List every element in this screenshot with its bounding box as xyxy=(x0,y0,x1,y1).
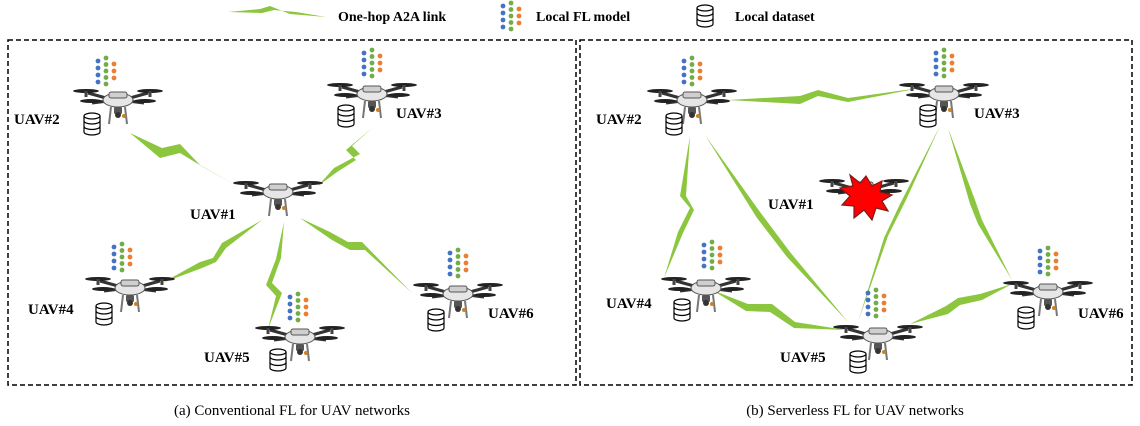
model-icon xyxy=(933,47,955,79)
drone-icon xyxy=(253,324,347,363)
uav-node-2: UAV#2 xyxy=(14,55,165,136)
uav-label: UAV#1 xyxy=(190,207,236,223)
panel-b-caption: (b) Serverless FL for UAV networks xyxy=(746,403,964,419)
model-icon xyxy=(701,239,723,271)
uav-node-4: UAV#4 xyxy=(28,241,177,326)
panel-a-links xyxy=(130,128,412,329)
drone-icon xyxy=(645,87,739,126)
dataset-icon xyxy=(919,104,937,128)
dataset-icon xyxy=(673,298,691,322)
uav-label: UAV#3 xyxy=(396,106,442,122)
panel-a-caption: (a) Conventional FL for UAV networks xyxy=(174,403,410,419)
link-uav5-uav6 xyxy=(910,284,1012,324)
uav-label: UAV#6 xyxy=(488,306,534,322)
model-icon xyxy=(111,241,133,273)
link-uav6-uav1 xyxy=(300,218,412,293)
link-uav4-uav5 xyxy=(712,290,846,330)
uav-label: UAV#5 xyxy=(780,350,826,366)
panel-b-links xyxy=(664,88,1012,330)
uav-label: UAV#4 xyxy=(28,302,74,318)
uav-node-5: UAV#5 xyxy=(780,287,925,374)
link-uav4-uav1 xyxy=(162,220,262,283)
legend-dataset-icon xyxy=(696,4,714,28)
panel-b: UAV#1 UAV#2 UAV#3 UAV#4 UAV#5 xyxy=(579,39,1133,419)
dataset-icon xyxy=(83,112,101,136)
panel-a: UAV#1 UAV#2 UAV#3 UAV#4 UAV#5 xyxy=(7,39,577,419)
dataset-icon xyxy=(269,348,287,372)
failure-burst-icon xyxy=(838,173,894,222)
model-icon xyxy=(1037,245,1059,277)
uav-node-5: UAV#5 xyxy=(204,291,347,372)
link-uav2-uav4 xyxy=(664,136,694,278)
uav-label: UAV#1 xyxy=(768,197,814,213)
uav-label: UAV#2 xyxy=(596,112,642,128)
legend: One-hop A2A link Local FL model Local da… xyxy=(228,0,815,32)
link-uav5-uav1 xyxy=(266,222,284,329)
uav-node-6: UAV#6 xyxy=(411,247,534,332)
legend-link-icon xyxy=(228,6,326,17)
legend-model-icon xyxy=(500,0,522,32)
dataset-icon xyxy=(337,104,355,128)
uav-node-1: UAV#1 xyxy=(190,179,325,223)
link-uav3-uav1 xyxy=(318,128,372,186)
model-icon xyxy=(361,47,383,79)
uav-label: UAV#5 xyxy=(204,350,250,366)
uav-node-4: UAV#4 xyxy=(606,239,753,322)
drone-icon xyxy=(831,323,925,362)
uav-node-3: UAV#3 xyxy=(325,47,442,128)
link-uav2-uav1 xyxy=(130,133,237,186)
uav-label: UAV#6 xyxy=(1078,306,1124,322)
legend-link-label: One-hop A2A link xyxy=(338,10,446,25)
panel-a-frame xyxy=(7,39,577,386)
dataset-icon xyxy=(1017,306,1035,330)
uav-node-3: UAV#3 xyxy=(897,47,1020,128)
uav-label: UAV#3 xyxy=(974,106,1020,122)
legend-model-label: Local FL model xyxy=(536,10,630,25)
drone-icon xyxy=(231,179,325,218)
dataset-icon xyxy=(95,302,113,326)
model-icon xyxy=(681,55,703,87)
dataset-icon xyxy=(427,308,445,332)
uav-node-2: UAV#2 xyxy=(596,55,739,136)
model-icon xyxy=(865,287,887,319)
panel-b-frame xyxy=(579,39,1133,386)
uav-node-6: UAV#6 xyxy=(1001,245,1124,330)
model-icon xyxy=(287,291,309,323)
dataset-icon xyxy=(849,350,867,374)
uav-label: UAV#4 xyxy=(606,296,652,312)
model-icon xyxy=(447,247,469,279)
uav-label: UAV#2 xyxy=(14,112,60,128)
uav-node-1-failed: UAV#1 xyxy=(768,173,911,222)
legend-dataset-label: Local dataset xyxy=(735,10,815,25)
link-uav3-uav6 xyxy=(948,128,1012,280)
link-uav2-uav5 xyxy=(705,135,848,322)
dataset-icon xyxy=(665,112,683,136)
link-uav2-uav3 xyxy=(728,88,920,104)
model-icon xyxy=(95,55,117,87)
